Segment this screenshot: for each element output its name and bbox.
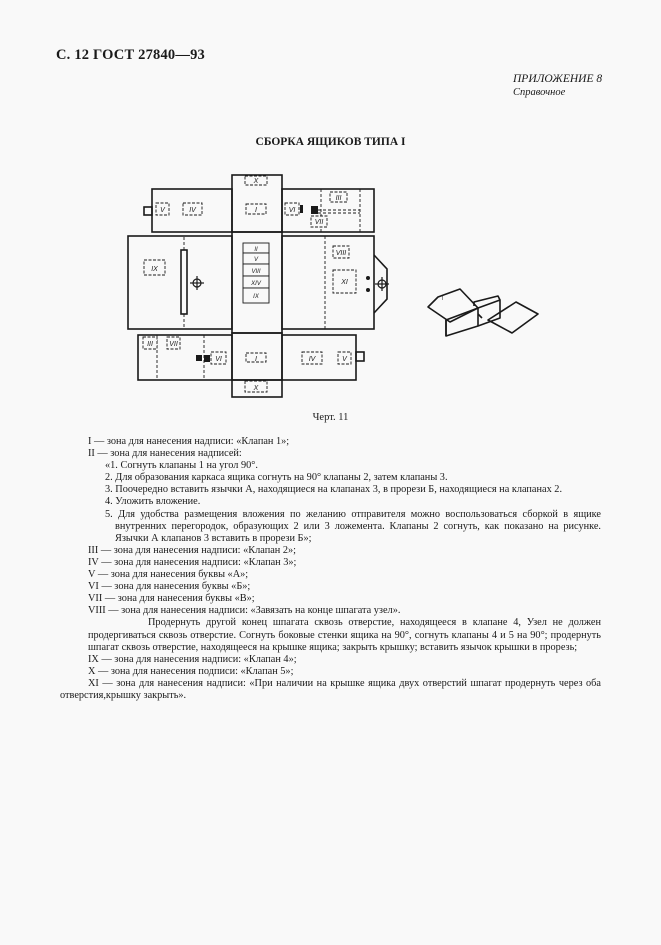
assembled-box-sketch: I xyxy=(427,288,539,337)
appendix-label: ПРИЛОЖЕНИЕ 8 Справочное xyxy=(513,73,602,99)
legend-item-III: III — зона для нанесения надписи: «Клапа… xyxy=(88,544,297,556)
svg-text:V: V xyxy=(160,207,166,214)
svg-text:X: X xyxy=(253,178,259,185)
legend-II-step-5: 5. Для удобства размещения вложения по ж… xyxy=(105,508,601,544)
legend-item-VIII: VIII — зона для нанесения надписи: «Завя… xyxy=(88,605,401,617)
legend-item-I: I — зона для нанесения надписи: «Клапан … xyxy=(88,436,290,447)
svg-text:I: I xyxy=(442,296,443,302)
figure-caption: Черт. 11 xyxy=(312,412,349,423)
legend-item-VII: VII — зона для нанесения буквы «В»; xyxy=(88,593,255,605)
legend-item-X: X — зона для нанесения подписи: «Клапан … xyxy=(88,665,294,677)
svg-text:VII: VII xyxy=(169,341,178,348)
appendix-type: Справочное xyxy=(513,87,566,98)
legend-item-IV: IV — зона для нанесения надписи: «Клапан… xyxy=(88,556,297,568)
svg-text:XI: XI xyxy=(340,279,348,286)
page-header: С. 12 ГОСТ 27840—93 xyxy=(56,47,205,63)
svg-text:XIV: XIV xyxy=(250,281,262,287)
legend-II-step-3: 3. Поочередно вставить язычки А, находящ… xyxy=(105,484,563,496)
legend-text: I — зона для нанесения надписи: «Клапан … xyxy=(60,436,601,702)
svg-text:III: III xyxy=(336,195,342,202)
legend-item-XI: XI — зона для нанесения надписи: «При на… xyxy=(60,677,601,701)
legend-item-II: II — зона для нанесения надписей: xyxy=(88,448,242,460)
svg-text:VIII: VIII xyxy=(251,269,260,275)
svg-text:IX: IX xyxy=(253,294,260,300)
appendix-number: ПРИЛОЖЕНИЕ 8 xyxy=(513,73,603,85)
legend-II-step-2: 2. Для образования каркаса ящика согнуть… xyxy=(105,472,448,484)
section-title: СБОРКА ЯЩИКОВ ТИПА I xyxy=(255,136,406,148)
svg-text:I: I xyxy=(255,356,257,363)
legend-item-V: V — зона для нанесения буквы «А»; xyxy=(88,569,249,581)
legend-II-step-4: 4. Уложить вложение. xyxy=(105,496,201,508)
svg-text:IX: IX xyxy=(151,266,158,273)
svg-text:IV: IV xyxy=(309,356,317,363)
svg-text:VI: VI xyxy=(215,356,222,363)
svg-text:VI: VI xyxy=(289,207,296,214)
legend-item-IX: IX — зона для нанесения надписи: «Клапан… xyxy=(88,653,297,665)
svg-text:VII: VII xyxy=(315,219,324,226)
svg-text:V: V xyxy=(254,257,259,263)
box-blank-diagram: V IV X I VI III VII IX II V VIII XIV IX … xyxy=(127,174,389,398)
svg-text:III: III xyxy=(147,341,153,348)
svg-text:VIII: VIII xyxy=(336,250,347,257)
legend-VIII-detail: Продернуть другой конец шпагата сквозь о… xyxy=(88,617,601,653)
svg-text:I: I xyxy=(255,207,257,214)
legend-II-step-1: «1. Согнуть клапаны 1 на угол 90°. xyxy=(105,460,258,472)
svg-text:V: V xyxy=(342,356,348,363)
svg-text:X: X xyxy=(253,385,259,392)
legend-item-VI: VI — зона для нанесения буквы «Б»; xyxy=(88,581,251,593)
svg-text:II: II xyxy=(254,247,258,253)
svg-text:IV: IV xyxy=(189,207,197,214)
